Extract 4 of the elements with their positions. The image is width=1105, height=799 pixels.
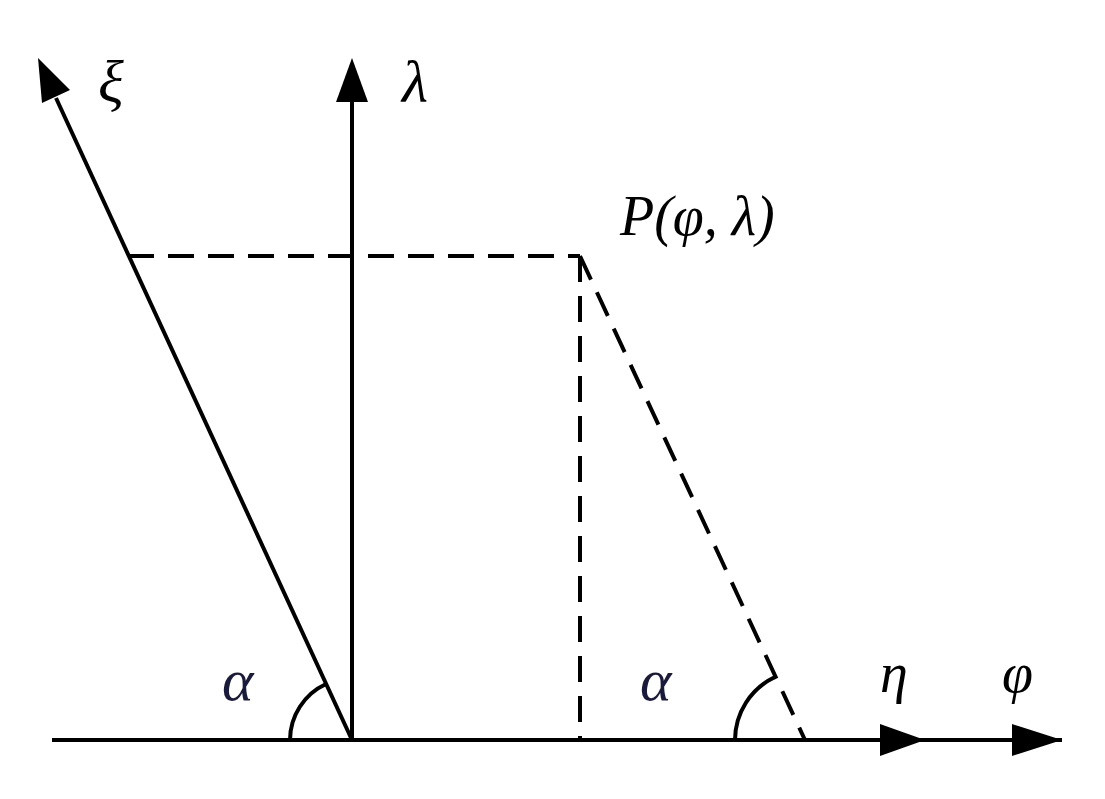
axis-label: ξ — [98, 52, 124, 112]
axis-label: λ — [402, 52, 428, 112]
angle-label: α — [222, 650, 254, 710]
angle-label: α — [640, 650, 672, 710]
